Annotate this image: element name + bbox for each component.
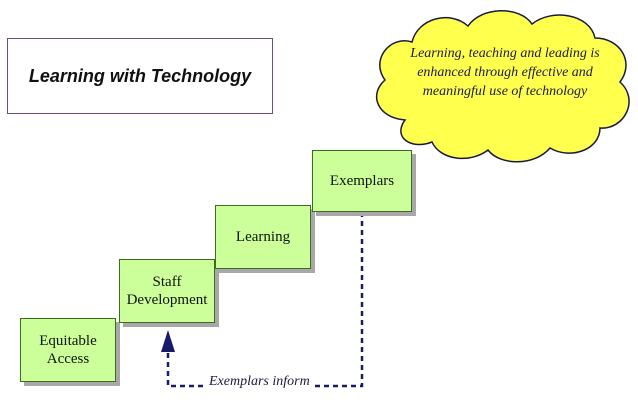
step-label: Exemplars [329, 173, 395, 189]
step-staff-development: Staff Development [119, 259, 215, 323]
step-learning: Learning [215, 205, 311, 269]
arrowhead-icon [161, 330, 175, 352]
cloud-text: Learning, teaching and leading is enhanc… [410, 46, 600, 99]
feedback-label: Exemplars inform [206, 374, 313, 390]
step-label: Equitable Access [39, 333, 97, 367]
cloud-shape [375, 10, 630, 163]
diagram-title: Learning with Technology [28, 65, 252, 86]
step-label: Staff Development [126, 274, 208, 308]
step-label: Learning [235, 229, 291, 245]
step-equitable-access: Equitable Access [20, 318, 116, 382]
step-exemplars: Exemplars [312, 150, 412, 212]
title-box: Learning with Technology [7, 38, 273, 114]
